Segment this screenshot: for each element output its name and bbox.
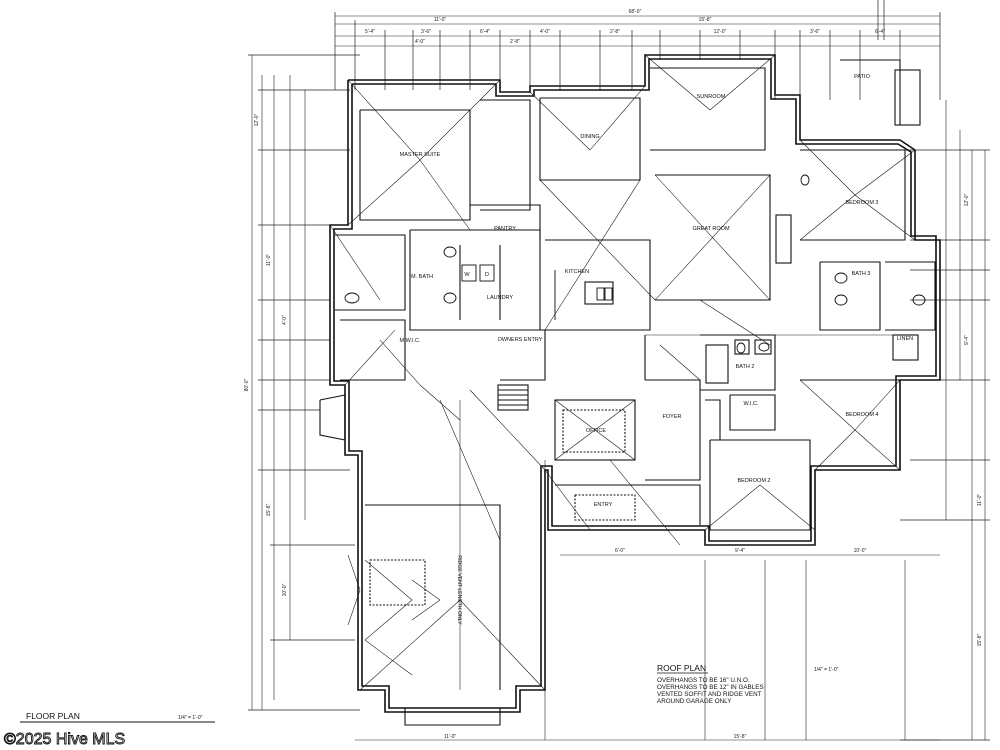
floor-plan-title: FLOOR PLAN [26,711,80,721]
roof-plan-title: ROOF PLAN [657,663,706,673]
roof-note-2: OVERHANGS TO BE 12" IN GABLES [657,684,764,691]
svg-text:15'-8": 15'-8" [699,17,712,23]
room-dining: DINING [580,134,599,140]
room-m-wic: M.W.I.C. [399,338,421,344]
room-bedroom-4: BEDROOM 4 [845,412,878,418]
svg-text:2'-8": 2'-8" [510,39,520,45]
ridge-vent-note: RIDGE VENT LENGTH ONLY [456,555,462,625]
dimension-lines [248,0,990,741]
svg-text:6'-0": 6'-0" [615,548,625,554]
svg-text:11'-0": 11'-0" [434,17,447,23]
svg-text:12'-0": 12'-0" [714,29,727,35]
overall-depth-dim: 80'-0" [244,378,250,391]
watermark: ©2025 Hive MLS [4,731,125,748]
room-entry: ENTRY [594,502,613,508]
room-kitchen: KITCHEN [565,269,589,275]
room-bedroom-2: BEDROOM 2 [737,478,770,484]
svg-text:10'-0": 10'-0" [854,548,867,554]
room-great-room: GREAT ROOM [692,226,729,232]
roof-note-1: OVERHANGS TO BE 16" U.N.O. [657,677,750,684]
svg-text:11'-0": 11'-0" [266,254,272,267]
roof-note-4: AROUND GARAGE ONLY [657,698,732,705]
room-patio: PATIO [854,74,870,80]
svg-text:3'-6": 3'-6" [421,29,431,35]
svg-text:4'-0": 4'-0" [415,39,425,45]
room-bath-3: BATH 3 [852,271,871,277]
svg-text:5'-4": 5'-4" [365,29,375,35]
room-m-bath: M. BATH [411,274,433,280]
svg-text:4'-0": 4'-0" [540,29,550,35]
interior-walls [319,59,936,726]
room-linen: LINEN [897,336,913,342]
room-labels: MASTER SUITE M. BATH M.W.I.C. PANTRY LAU… [399,74,913,508]
svg-text:3'-6": 3'-6" [810,29,820,35]
svg-text:12'-0": 12'-0" [254,113,260,126]
room-bath-2: BATH 2 [736,364,755,370]
roof-note-3: VENTED SOFFIT AND RIDGE VENT [657,691,762,698]
svg-text:15'-8": 15'-8" [977,633,983,646]
floor-plan-title-block: FLOOR PLAN 1/4" = 1'-0" [20,711,215,723]
room-master-suite: MASTER SUITE [400,152,441,158]
svg-text:11'-0": 11'-0" [444,734,457,740]
room-wic: W.I.C. [744,401,759,407]
room-bedroom-3: BEDROOM 3 [845,200,878,206]
exterior-walls [329,54,941,713]
roof-scale: 1/4" = 1'-0" [814,667,839,673]
svg-text:12'-0": 12'-0" [964,193,970,206]
dryer-label: D [485,272,489,278]
floor-plan-scale: 1/4" = 1'-0" [178,715,203,721]
svg-text:4'-0": 4'-0" [282,315,288,325]
washer-label: W [464,272,470,278]
roof-plan-notes: ROOF PLAN OVERHANGS TO BE 16" U.N.O. OVE… [657,663,839,705]
fixtures [344,174,926,354]
svg-text:15'-8": 15'-8" [734,734,747,740]
room-owners-entry: OWNERS ENTRY [498,337,543,343]
room-office: OFFICE [586,428,606,434]
svg-text:9'-4": 9'-4" [735,548,745,554]
svg-text:6'-4": 6'-4" [480,29,490,35]
svg-text:15'-8": 15'-8" [266,503,272,516]
overall-width-dim: 68'-0" [629,9,642,15]
dimension-text: 68'-0" 80'-0" 5'-4" 3'-6" 6'-4" 4'-0" 2'… [244,9,983,740]
svg-text:6'-4": 6'-4" [875,29,885,35]
room-foyer: FOYER [663,414,682,420]
svg-text:9'-4": 9'-4" [964,335,970,345]
room-pantry: PANTRY [494,226,516,232]
svg-text:10'-0": 10'-0" [282,583,288,596]
svg-text:2'-8": 2'-8" [610,29,620,35]
svg-text:11'-0": 11'-0" [977,494,983,507]
roof-lines [329,54,916,691]
room-laundry: LAUNDRY [487,295,514,301]
room-sunroom: SUNROOM [697,94,726,100]
